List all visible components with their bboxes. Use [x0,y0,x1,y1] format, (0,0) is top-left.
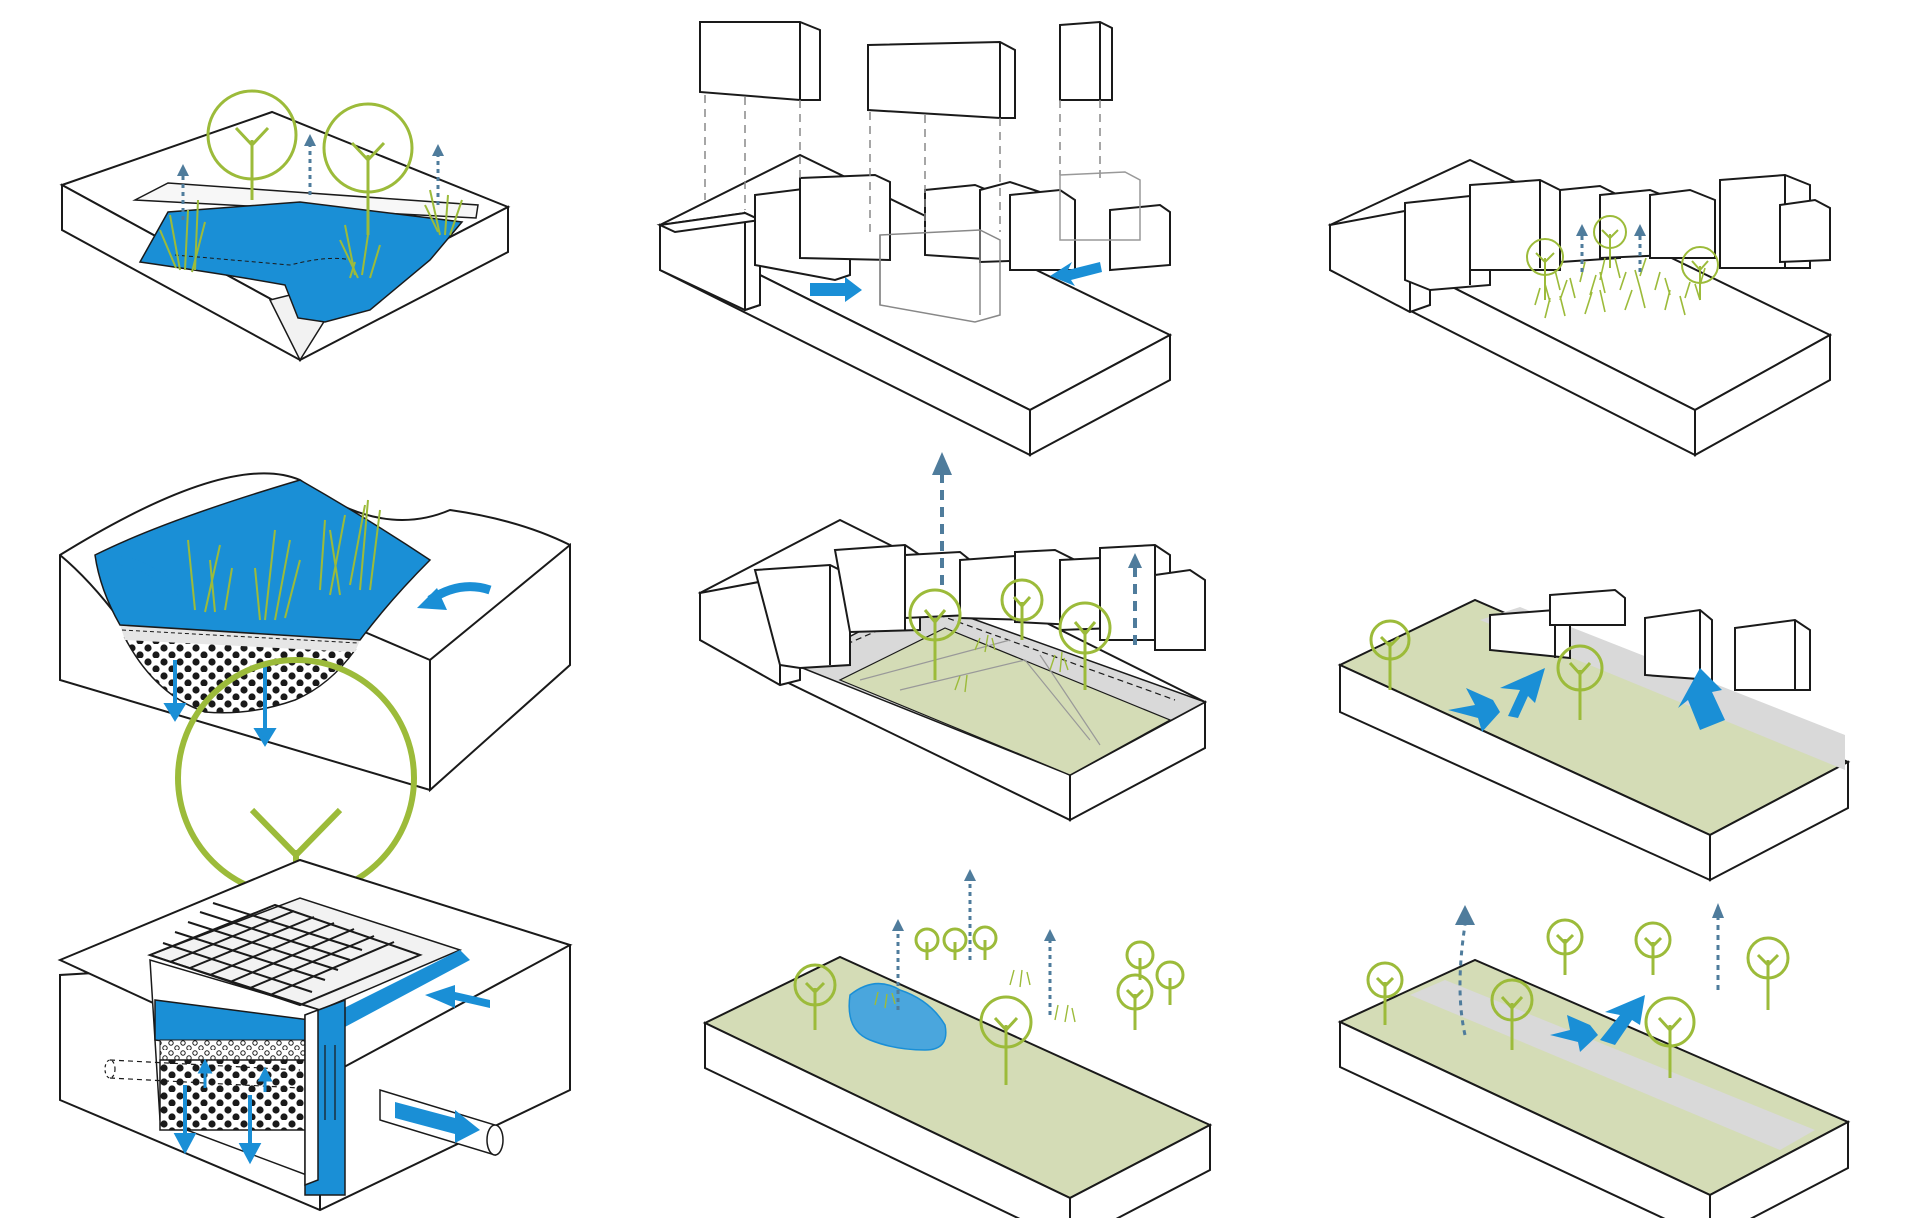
evaporation-arrow-icon [177,134,444,220]
evaporation-arrow-icon [1458,915,1720,1036]
evaporation-arrow-icon [892,869,1056,1015]
green-plaza-panel [1337,588,1851,882]
tree-icon [206,89,298,200]
tree-icon [1369,619,1604,720]
arrow-icon [395,1102,480,1143]
building-block [699,543,1206,687]
evaporation-arrow-icon [940,475,1137,645]
grass-icon [954,634,1069,693]
building-block [656,173,891,312]
bioswale-panel [59,472,571,793]
tree-icon [793,925,1185,1085]
swale-water [94,479,432,641]
building-block [924,180,1171,272]
arrow-icon [1550,995,1645,1052]
building-block [1489,588,1811,691]
lifted-building [699,20,1113,119]
arrow-icon [1050,262,1102,286]
infiltration-arrow-icon [163,660,277,747]
tree-icon [908,578,1112,690]
tree-icon [1366,918,1790,1078]
tree-icon [1526,215,1719,300]
park-pond-panel [702,869,1213,1218]
removed-building-outline [879,229,1001,323]
wetland-pond-panel [59,89,511,362]
arrow-icon [425,985,490,1008]
infiltration-arrow-icon [173,1085,262,1165]
tree-pit-storage-panel [57,858,573,1212]
green-corridor-panel [1337,903,1851,1218]
arrow-icon [810,277,862,302]
building-removal-panel [656,20,1173,457]
evaporation-arrow-icon [1576,224,1646,272]
green-street-panel [697,452,1208,822]
pond-water [848,982,947,1051]
reeds-icon [187,499,381,621]
arrow-icon [1448,668,1725,732]
reeds-icon [159,189,463,279]
grate-grid [147,902,423,1007]
tree-icon [322,102,414,235]
courtyard-greening-panel [1327,158,1833,457]
grass-icon [874,969,1076,1023]
lift-guides [704,95,1101,235]
